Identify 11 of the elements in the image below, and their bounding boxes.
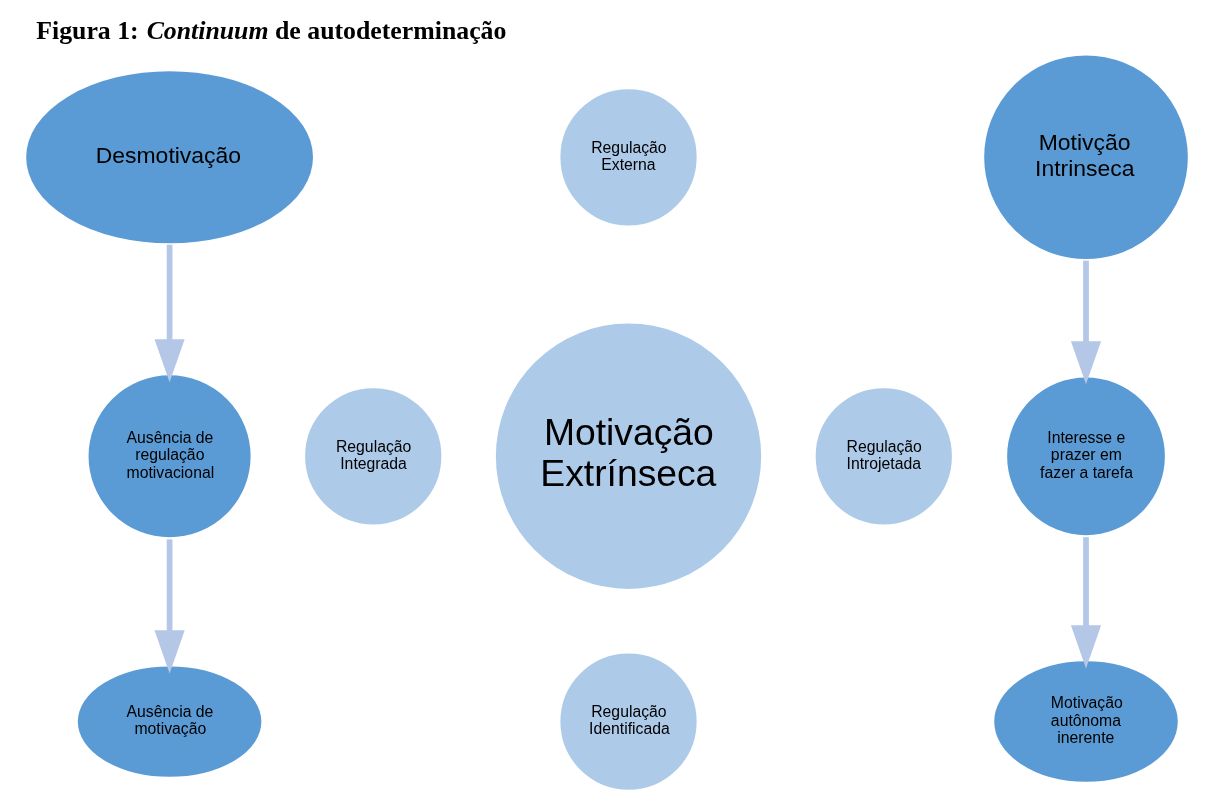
arrow	[154, 539, 185, 674]
node-ellipse: Ausência de motivação	[74, 663, 264, 780]
diagram-title: Figura 1: Continuum de autodeterminação	[35, 15, 506, 45]
arrow	[154, 244, 185, 383]
arrow	[1070, 537, 1101, 669]
node-circle: Motivação Extrínseca	[492, 320, 764, 592]
arrow	[1070, 260, 1101, 385]
node-circle: Ausência de regulação motivacional	[85, 372, 253, 541]
node-circle: Regulação Introjetada	[812, 385, 955, 528]
node-circle: Regulação Externa	[557, 86, 699, 229]
node-circle: Regulação Identificada	[557, 650, 699, 793]
